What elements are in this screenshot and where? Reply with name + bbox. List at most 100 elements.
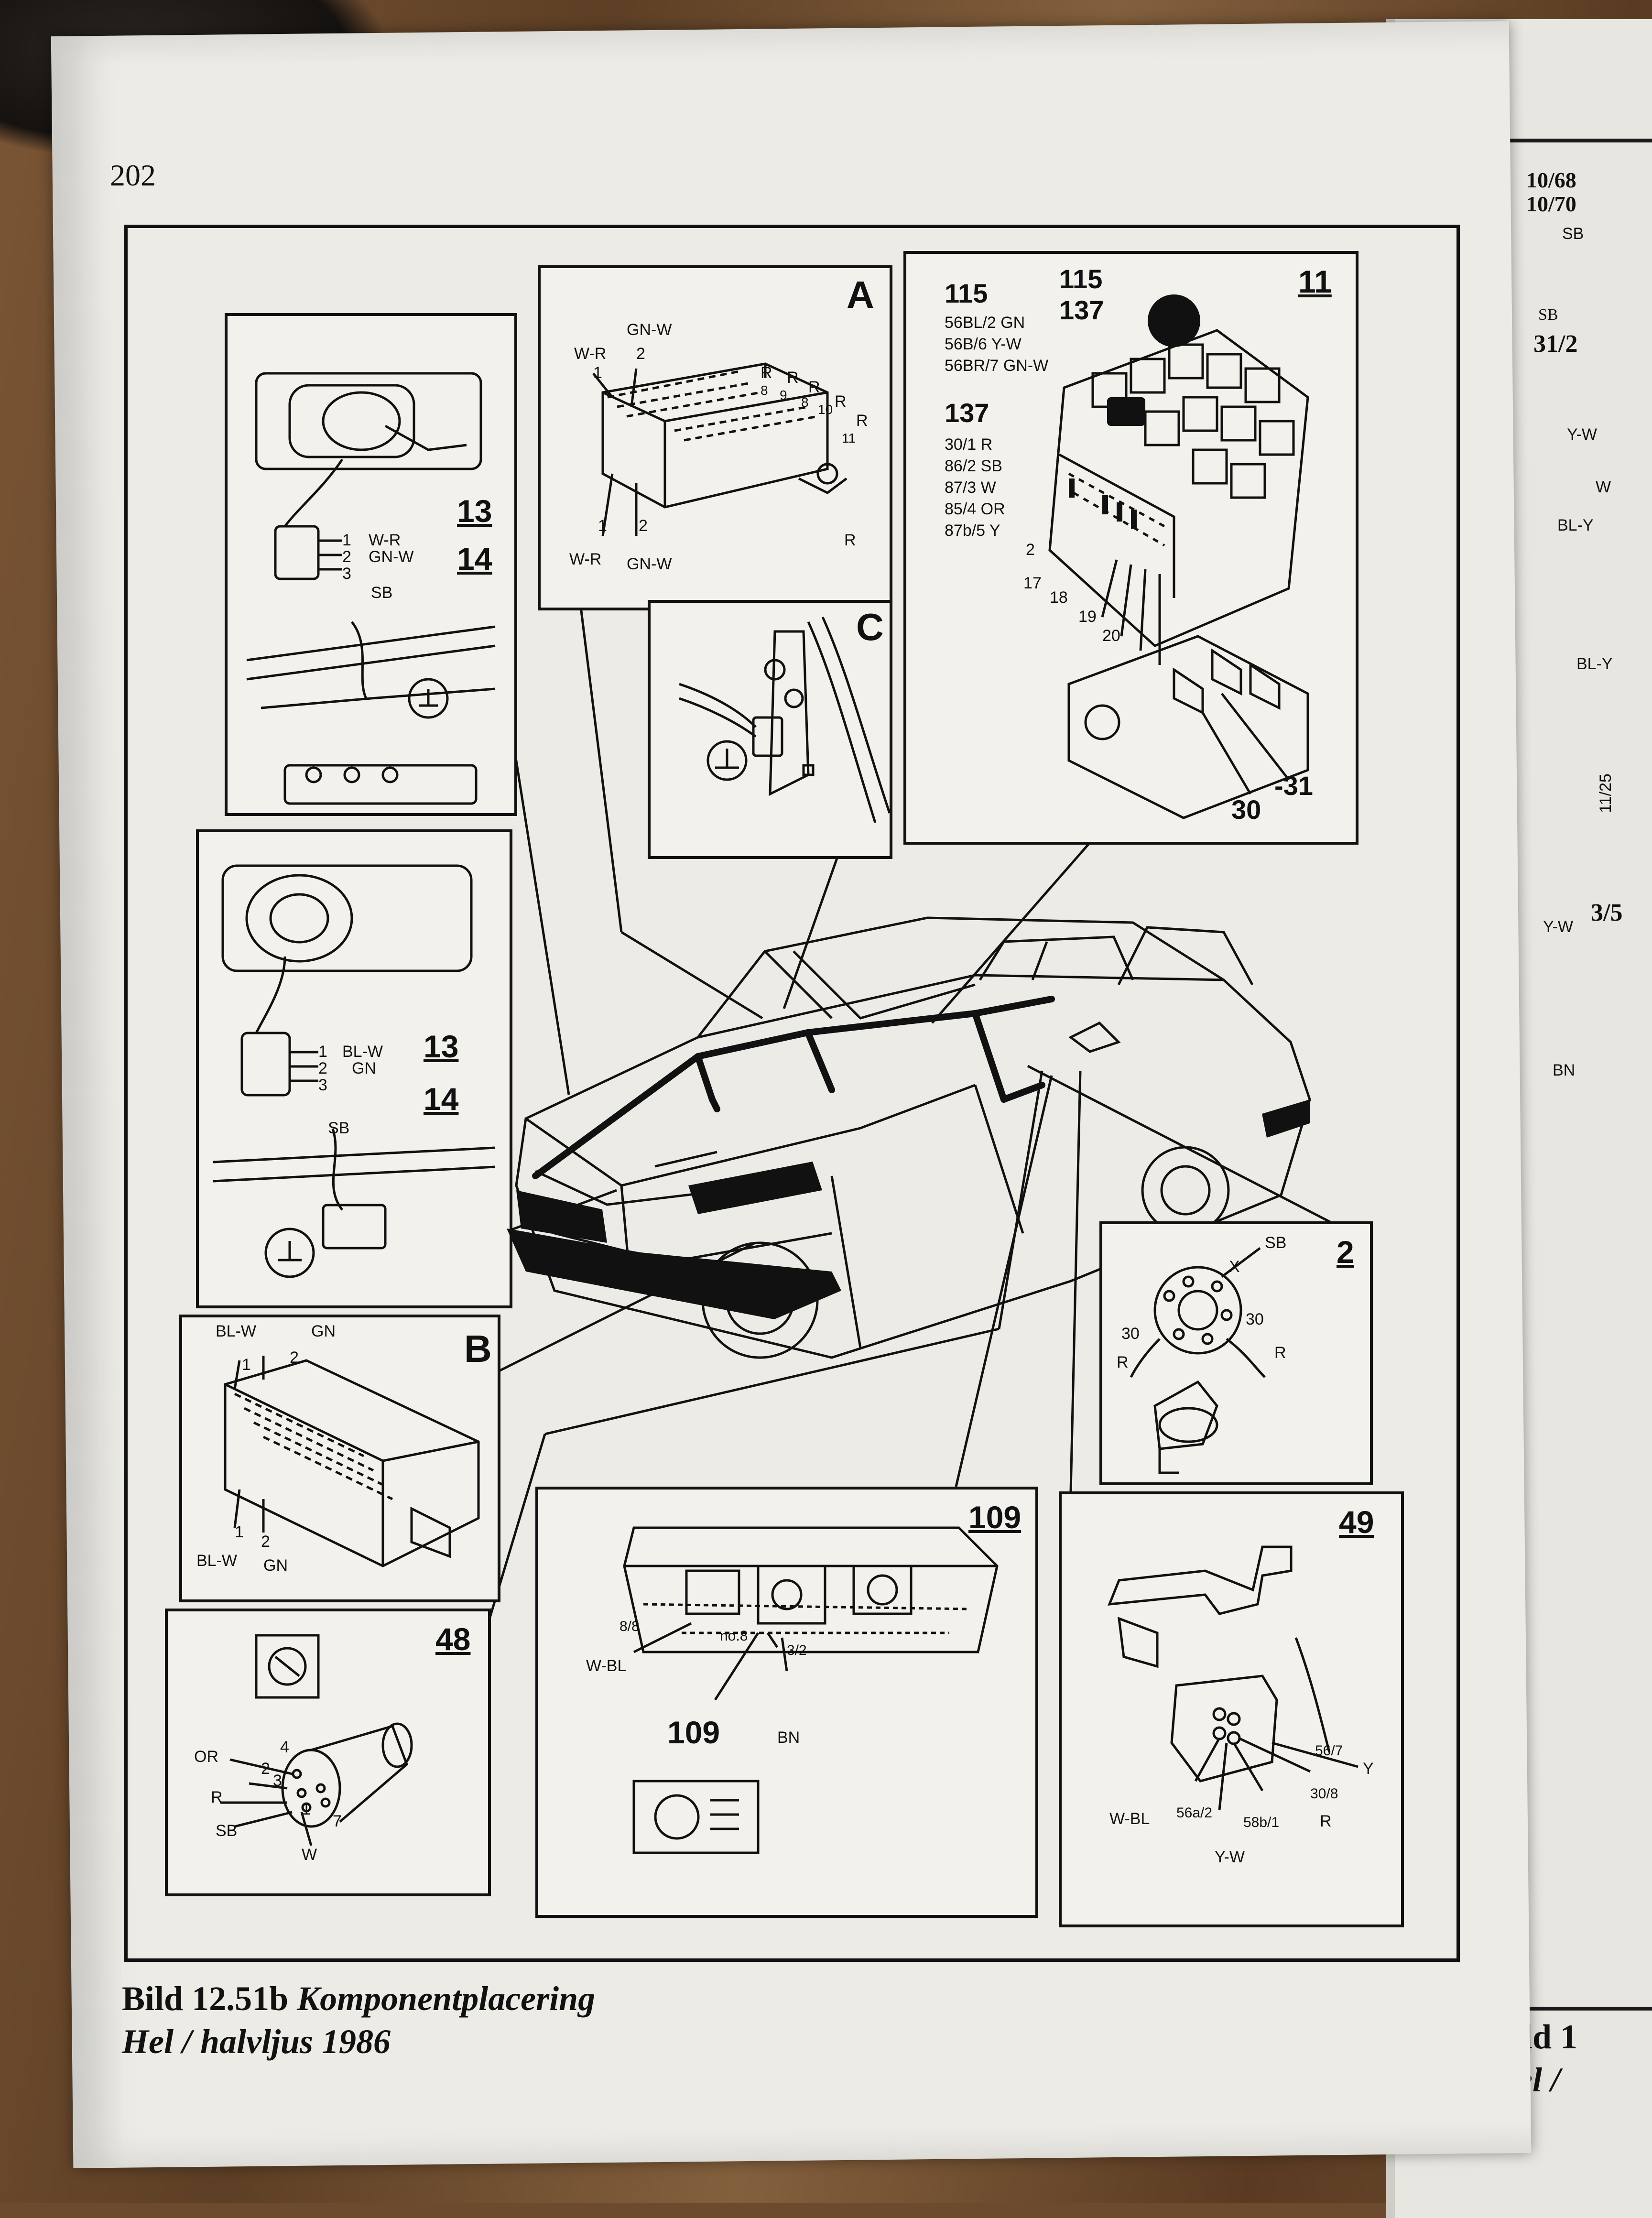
p11-137-wire-2: 86/2 SB: [945, 457, 1002, 475]
figure-caption-subtitle: Hel / halvljus 1986: [122, 2022, 391, 2061]
p109-8-8: 8/8: [620, 1619, 640, 1634]
pa-r-1: R: [761, 364, 772, 382]
p49-y: Y: [1363, 1760, 1374, 1778]
pa-r-2: R: [787, 369, 799, 387]
p13t-component-13: 13: [457, 493, 492, 529]
p13b-wire-3: 3: [318, 1076, 327, 1094]
ground-c-drawing: [679, 616, 890, 823]
right-label-10-68: 10/68: [1526, 168, 1576, 192]
connector-a-drawing: [592, 362, 848, 536]
figure-caption-title: Bild 12.51b Komponentplacering: [122, 1979, 595, 2019]
p48-sb: SB: [216, 1822, 238, 1840]
p11-fuse-18: 18: [1050, 588, 1068, 607]
p48-or: OR: [194, 1748, 218, 1766]
right-label-31-2: 31/2: [1533, 330, 1578, 358]
panel-switch-2: 2 SB X 30 30 R R: [1099, 1221, 1373, 1485]
p2-component-2: 2: [1337, 1234, 1354, 1270]
panel-b-letter: B: [464, 1327, 492, 1370]
p48-n4: 4: [280, 1738, 289, 1756]
panel-connector-b: B BL-W GN 1 2 1 2 BL-W GN: [179, 1315, 500, 1602]
p13t-wire-1: 1: [342, 531, 351, 549]
p11-137-wire-1: 30/1 R: [945, 435, 993, 454]
p13t-wire-1-color: W-R: [369, 531, 401, 549]
p49-r: R: [1320, 1812, 1332, 1830]
p13t-wire-3: 3: [342, 565, 351, 583]
p49-30-8: 30/8: [1310, 1786, 1338, 1802]
p13b-component-13: 13: [424, 1029, 459, 1064]
pa-top-right: GN-W: [627, 321, 672, 339]
p13b-wire-2-color: GN: [352, 1059, 376, 1077]
pb-top-right: GN: [311, 1322, 336, 1340]
pa-top-left: W-R: [574, 345, 607, 363]
pa-num-8b: 8: [801, 395, 809, 410]
right-label-y-w: Y-W: [1567, 425, 1597, 444]
right-label-sb2: SB: [1538, 306, 1558, 324]
pa-num-8: 8: [761, 383, 768, 398]
p48-n2: 2: [261, 1760, 270, 1778]
p109-component-109: 109: [968, 1500, 1022, 1535]
p11-fuse-19: 19: [1078, 608, 1097, 626]
p48-n7: 7: [333, 1812, 342, 1830]
p11-137-wire-3: 87/3 W: [945, 478, 996, 497]
right-label-w: W: [1596, 478, 1611, 496]
car-illustration: [507, 916, 1311, 1359]
right-label-bl-y-1: BL-Y: [1557, 516, 1594, 534]
panel-fusebox-11: 115 56BL/2 GN 56B/6 Y-W 56BR/7 GN-W 137 …: [903, 251, 1359, 845]
connector-b-drawing: [224, 1356, 480, 1567]
pa-r-3: R: [808, 378, 820, 396]
p13b-component-14: 14: [424, 1081, 459, 1117]
panel-headlamp-left-top: 1 W-R 2 GN-W 3 13 14 SB: [225, 313, 517, 816]
panel-switch-49: 49 W-BL 56a/2 58b/1 Y-W R 30/8 56/7 Y: [1059, 1491, 1404, 1927]
right-label-3-5: 3/5: [1591, 899, 1623, 926]
pb-b1: 1: [235, 1523, 244, 1541]
p48-w: W: [302, 1846, 317, 1864]
p11-callout-137: 137: [1059, 295, 1104, 325]
p11-115-wire-1: 56BL/2 GN: [945, 314, 1025, 332]
pa-r-5: R: [856, 412, 868, 430]
p11-fuse-20: 20: [1102, 627, 1120, 645]
p11-fuse-2: 2: [1026, 541, 1035, 559]
pa-bottom-right: GN-W: [627, 555, 672, 573]
headlamp-drawing-bottom: [213, 864, 496, 1278]
headlamp-drawing-top: [246, 372, 496, 805]
panel-headlamp-left-bottom: 1 BL-W 2 GN 3 13 14 SB: [196, 829, 512, 1308]
p2-left-30: 30: [1121, 1325, 1140, 1343]
p49-w-bl: W-BL: [1109, 1810, 1150, 1828]
pa-bottom-left: W-R: [569, 550, 602, 568]
panel-instrument-109: 109 109 W-BL 8/8 no.8 3/2 BN: [535, 1487, 1038, 1918]
p13t-wire-2: 2: [342, 548, 351, 566]
p109-bn: BN: [777, 1729, 800, 1747]
pa-r-4: R: [835, 392, 847, 411]
p11-115-wire-2: 56B/6 Y-W: [945, 335, 1022, 353]
p11-115-wire-3: 56BR/7 GN-W: [945, 357, 1049, 375]
right-label-bn: BN: [1553, 1061, 1576, 1079]
pb-bottom-left: BL-W: [196, 1552, 237, 1570]
pa-b1: 1: [598, 517, 607, 535]
p11-callout-115: 115: [1059, 264, 1103, 294]
p49-y-w: Y-W: [1215, 1848, 1245, 1866]
p11-fuse-17: 17: [1023, 574, 1042, 592]
right-label-10-70: 10/70: [1526, 192, 1576, 216]
p49-56-7: 56/7: [1315, 1743, 1343, 1759]
p11-num-31: -31: [1274, 771, 1313, 801]
pa-n1: 1: [593, 364, 602, 382]
p49-component-49: 49: [1339, 1504, 1374, 1540]
figure-frame: [124, 225, 1460, 1962]
p109-no-8: no.8: [720, 1628, 748, 1644]
p48-r: R: [211, 1788, 223, 1806]
p13b-wire-2: 2: [318, 1059, 327, 1077]
caption-figure-number: Bild 12.51b: [122, 1979, 289, 2018]
pb-n1: 1: [242, 1356, 251, 1374]
panel-ground-c: C: [648, 600, 892, 859]
p11-relay-115-label: 115: [945, 278, 988, 308]
panel-c-letter: C: [856, 606, 884, 648]
p11-137-wire-5: 87b/5 Y: [945, 522, 1000, 540]
right-label-y-w-2: Y-W: [1543, 918, 1573, 936]
pb-b2: 2: [261, 1533, 270, 1551]
panel-a-letter: A: [847, 273, 874, 316]
right-label-sb: SB: [1562, 225, 1584, 243]
switch-49-drawing: [1108, 1545, 1359, 1810]
p2-right-30: 30: [1246, 1310, 1264, 1328]
switch-48-drawing: [220, 1634, 413, 1846]
pb-n2: 2: [290, 1348, 299, 1367]
